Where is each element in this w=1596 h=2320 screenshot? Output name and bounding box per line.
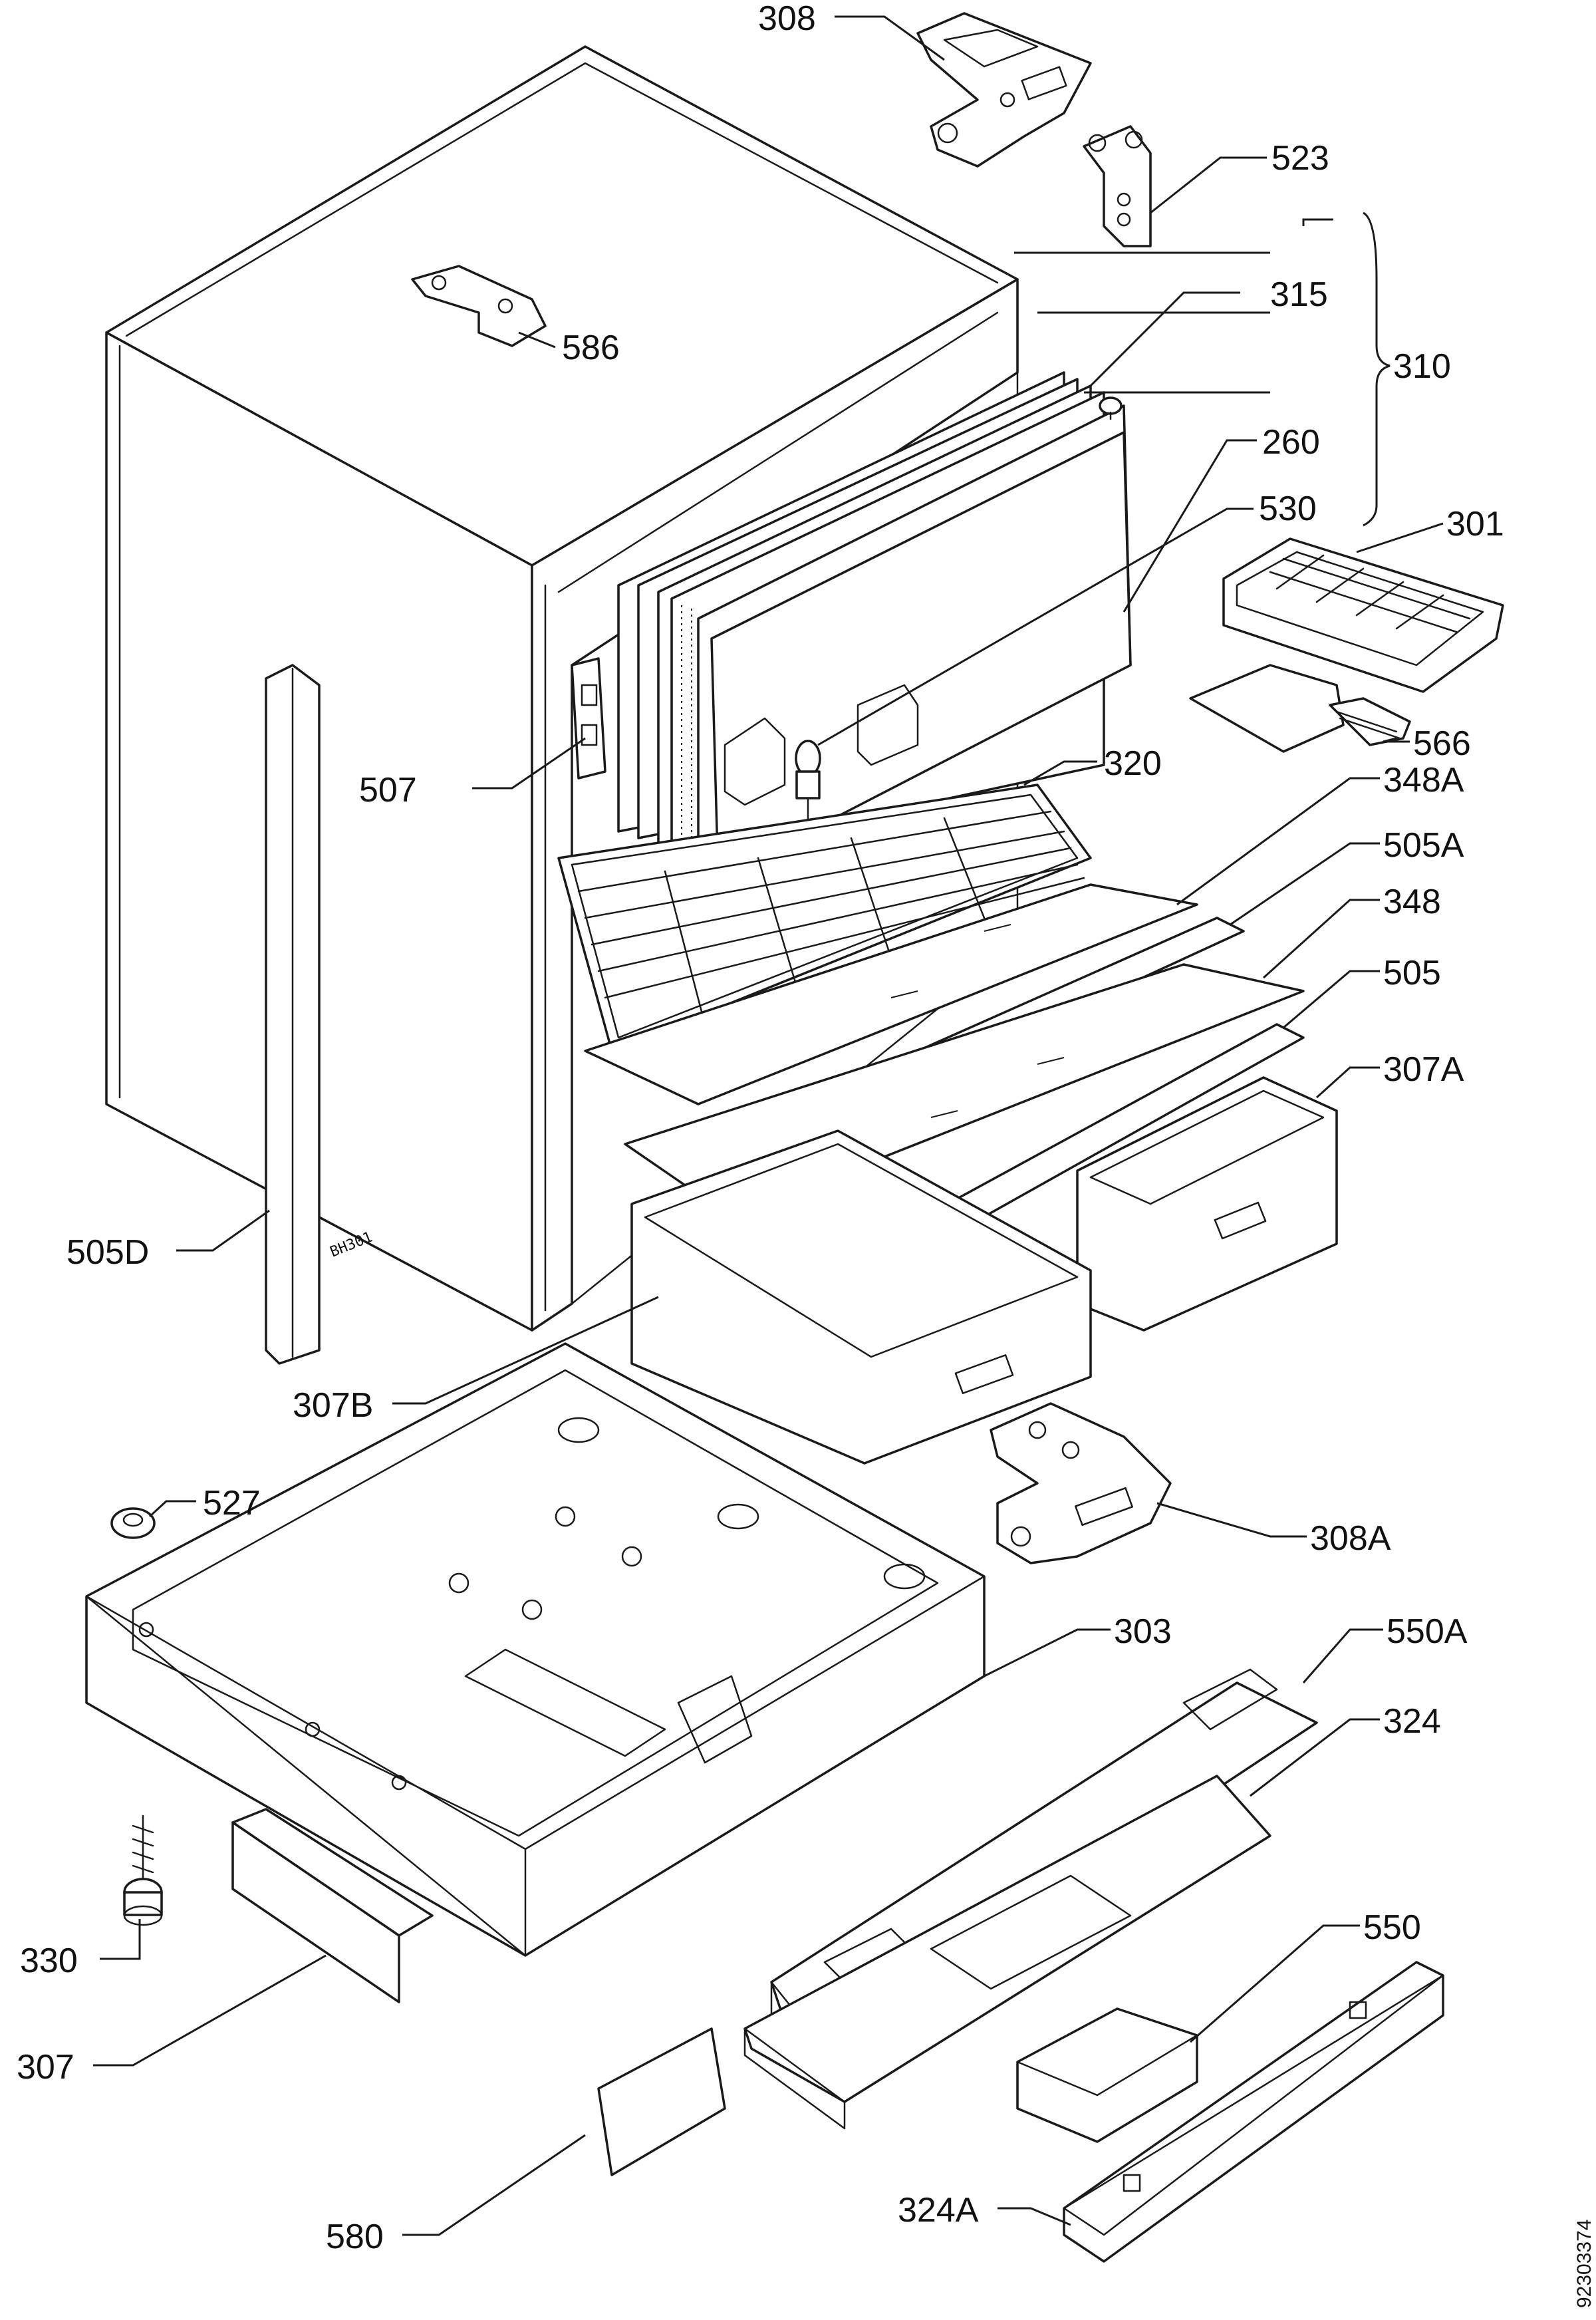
label-527: 527	[203, 1484, 261, 1522]
ice-tray-301	[1222, 537, 1504, 693]
label-260: 260	[1262, 423, 1320, 462]
hinge-507	[571, 657, 606, 780]
strip-324A	[1063, 1961, 1444, 2263]
bracket-586	[411, 265, 547, 347]
label-307B: 307B	[293, 1386, 373, 1425]
label-324A: 324A	[898, 2191, 979, 2230]
label-348: 348	[1383, 883, 1441, 921]
glass-shelf-348A	[584, 883, 1198, 1105]
label-320: 320	[1104, 744, 1162, 783]
label-507: 507	[359, 771, 417, 809]
wire-shelf-320	[557, 784, 1092, 1052]
screw-330	[123, 1814, 163, 1926]
label-307: 307	[17, 2048, 74, 2087]
label-307A: 307A	[1383, 1050, 1464, 1089]
label-530: 530	[1259, 490, 1317, 528]
hinge-plate-523	[1083, 125, 1152, 247]
bottom-hinge-308A	[990, 1402, 1172, 1564]
nut-527	[110, 1507, 156, 1539]
label-330: 330	[20, 1942, 78, 1980]
label-324: 324	[1383, 1702, 1441, 1741]
panel-324	[743, 1775, 1271, 2130]
label-523: 523	[1271, 139, 1329, 178]
thermostat-530	[795, 740, 821, 819]
top-hinge-308	[916, 12, 1092, 168]
label-586: 586	[562, 329, 620, 367]
label-310: 310	[1393, 347, 1451, 386]
part-labels: 308 523 315 310 586 260 530 301 507 566 …	[17, 0, 1504, 2256]
foam-pad-580	[597, 2027, 726, 2176]
plate-550	[1016, 2007, 1198, 2143]
label-348A: 348A	[1383, 761, 1464, 799]
label-505A: 505A	[1383, 826, 1464, 865]
label-315: 315	[1270, 275, 1328, 314]
leader-lines	[93, 15, 1444, 2236]
label-301: 301	[1446, 505, 1504, 543]
cover-307	[231, 1808, 434, 2003]
label-303: 303	[1114, 1612, 1172, 1651]
label-308A: 308A	[1310, 1519, 1391, 1558]
label-566: 566	[1413, 724, 1471, 763]
label-550A: 550A	[1387, 1612, 1468, 1651]
label-580: 580	[326, 2218, 384, 2256]
base-frame-303	[85, 1342, 986, 1957]
door-assembly-310	[617, 371, 1132, 879]
label-505: 505	[1383, 954, 1441, 992]
scraper-566	[1189, 664, 1411, 753]
label-505D: 505D	[66, 1233, 149, 1272]
label-550: 550	[1363, 1908, 1421, 1947]
document-id: 92303374	[1573, 2220, 1595, 2308]
door-strip-505D	[265, 664, 321, 1365]
label-308: 308	[758, 0, 816, 38]
crisper-drawer-307B	[630, 1129, 1092, 1465]
